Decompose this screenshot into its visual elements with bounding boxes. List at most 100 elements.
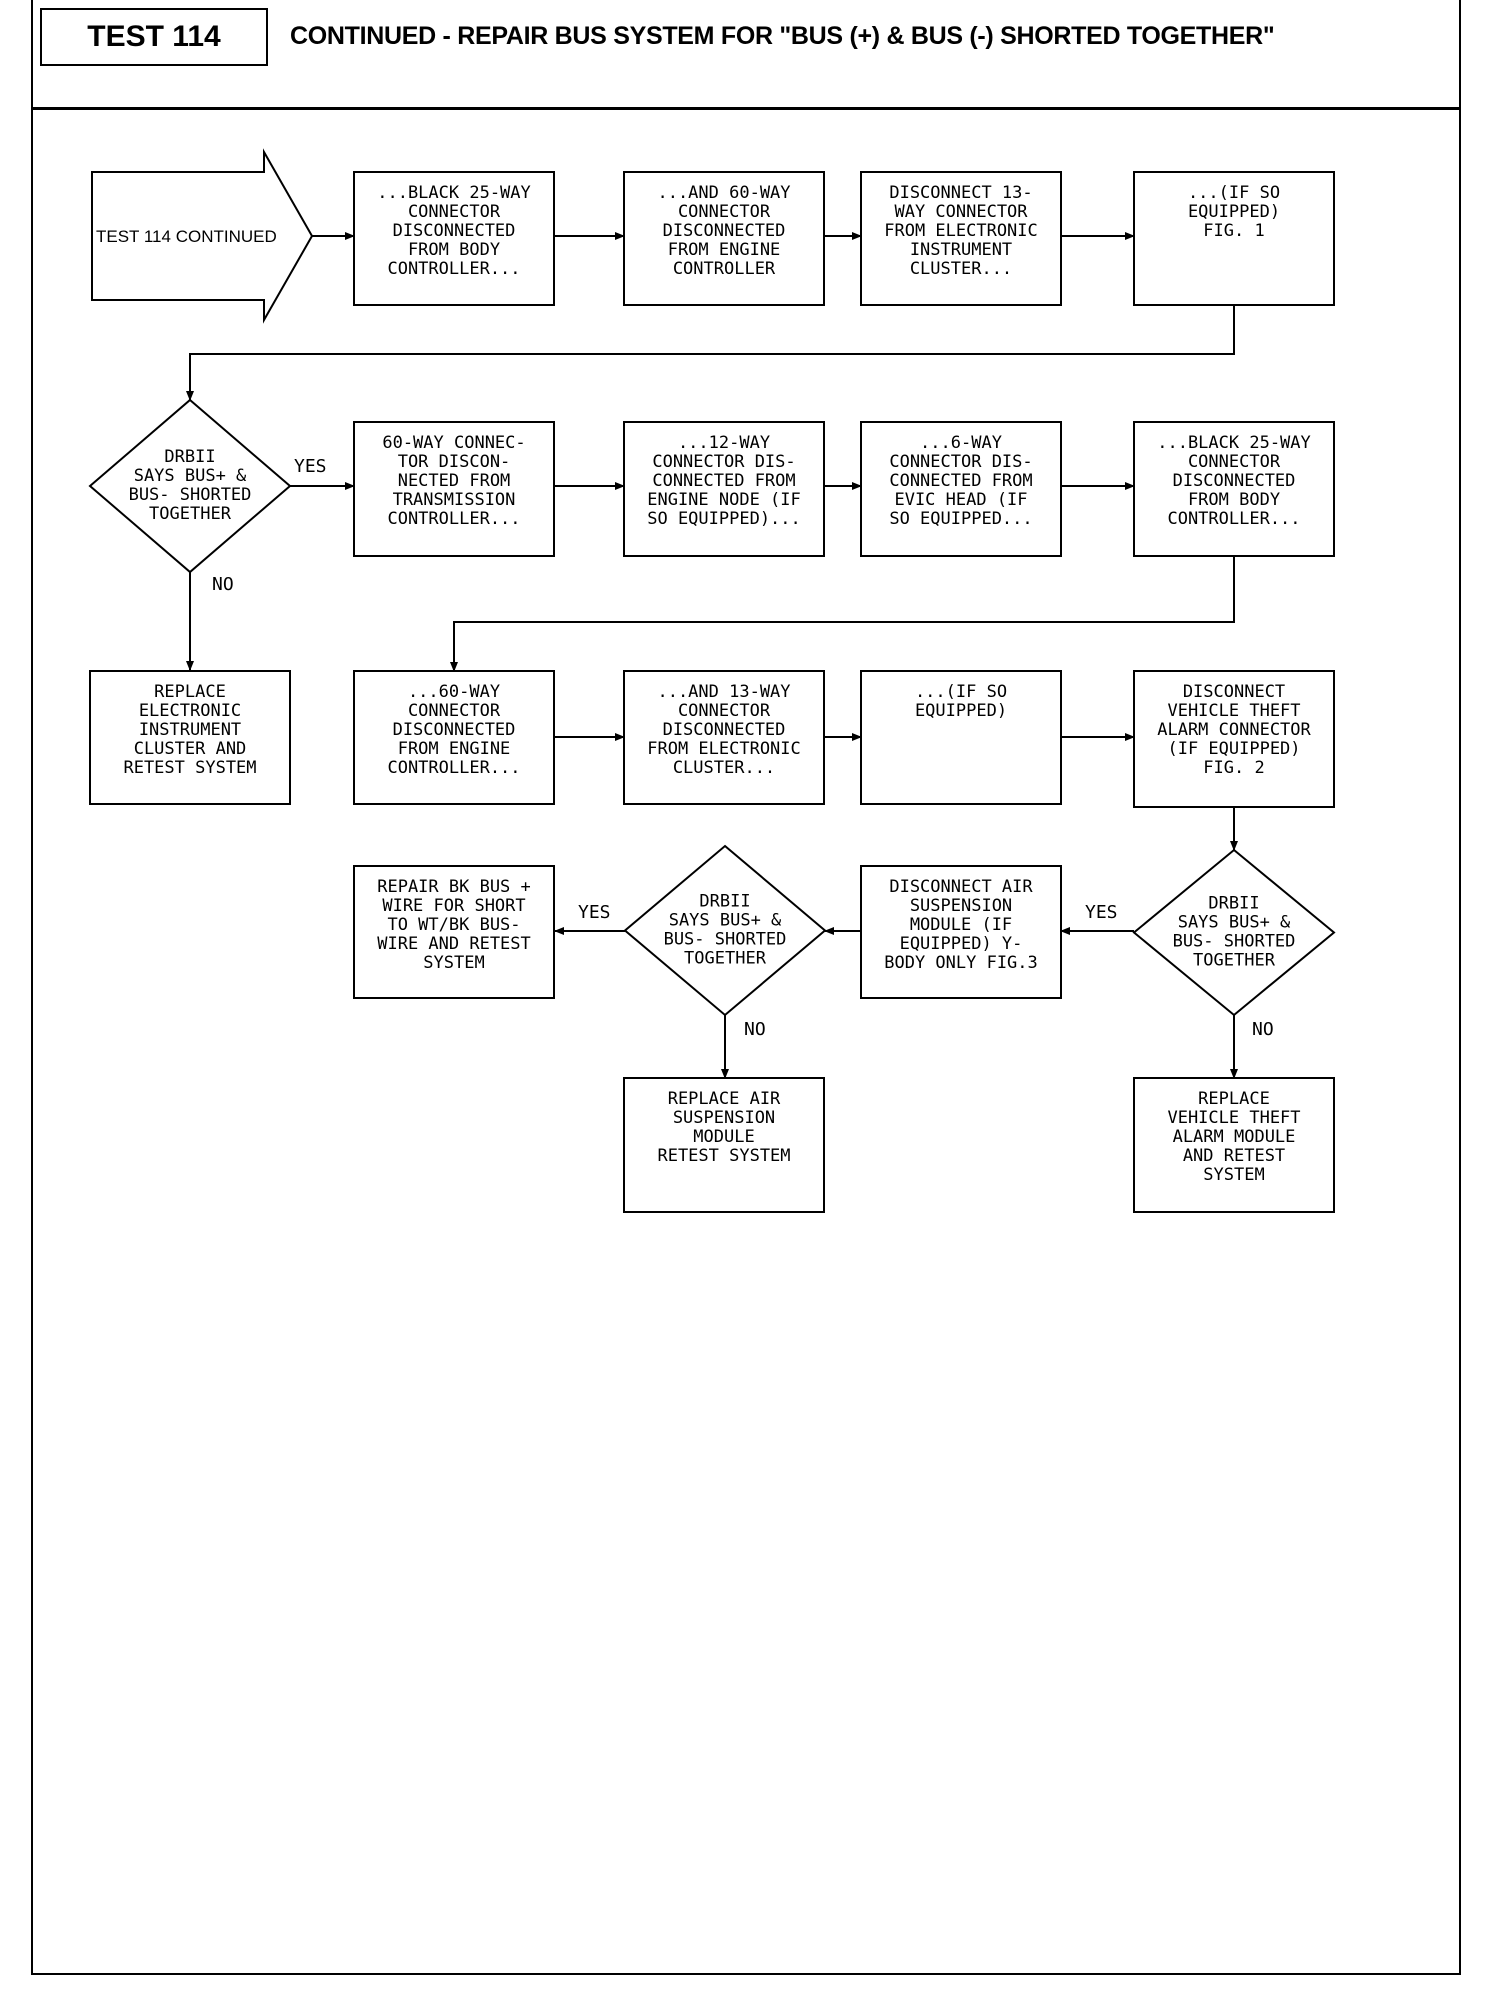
node-text-line: DISCONNECT 13- [889,183,1032,203]
node-text-line: CLUSTER... [673,758,775,778]
node-text-line: REPLACE AIR [668,1089,781,1109]
decision-diamond [623,844,827,1017]
node-text-line: EVIC HEAD (IF [894,490,1027,510]
node-text-line: ENGINE NODE (IF [647,490,801,510]
node-text-line: WAY CONNECTOR [894,202,1028,222]
node-text-line: SYSTEM [423,953,484,973]
process-box [353,670,555,805]
node-text-line: INSTRUMENT [910,240,1012,260]
node-text-line: TRANSMISSION [393,490,516,510]
node-text-line: CONTROLLER... [1167,509,1300,529]
node-text-line: CLUSTER AND [134,739,247,759]
node-r1b1: ...BLACK 25-WAYCONNECTORDISCONNECTEDFROM… [353,171,555,306]
node-text-line: MODULE (IF [910,915,1012,935]
node-text-line: ...60-WAY [408,682,500,702]
node-text-line: DISCONNECTED [393,720,516,740]
d3-yes-label: YES [578,902,611,923]
node-text-line: EQUIPPED) [1188,202,1280,222]
node-text-line: RETEST SYSTEM [123,758,256,778]
node-text-line: FROM ELECTRONIC [647,739,801,759]
node-text-line: BUS- SHORTED [129,485,252,505]
node-text-line: FROM ENGINE [398,739,511,759]
node-r2b1: 60-WAY CONNEC-TOR DISCON-NECTED FROMTRAN… [353,421,555,557]
process-box [860,421,1062,557]
process-box [1133,1077,1335,1213]
process-box [623,421,825,557]
node-text-line: CONNECTOR [1188,452,1281,472]
process-box [860,171,1062,306]
node-text-line: ...(IF SO [1188,183,1280,203]
process-box [353,865,555,999]
node-text-line: NECTED FROM [398,471,511,491]
node-text-line: DISCONNECT [1183,682,1285,702]
node-text-line: SO EQUIPPED... [889,509,1032,529]
process-box [1133,171,1335,306]
page-frame [31,0,1461,1975]
node-text-line: EQUIPPED) Y- [900,934,1023,954]
node-text-line: ...6-WAY [920,433,1002,453]
d1-no-label: NO [212,574,234,595]
node-text-line: AND RETEST [1183,1146,1285,1166]
node-text-line: ...AND 13-WAY [657,682,790,702]
node-text-line: INSTRUMENT [139,720,241,740]
node-text-line: CONNECTOR [408,701,501,721]
node-text-line: 60-WAY CONNEC- [382,433,525,453]
start-label: TEST 114 CONTINUED [96,227,277,246]
node-text-line: DISCONNECTED [1173,471,1296,491]
node-text-line: SUSPENSION [910,896,1012,916]
process-box [89,670,291,805]
process-box [860,670,1062,805]
node-text-line: ...(IF SO [915,682,1007,702]
node-text-line: DRBII [164,447,215,467]
process-box [1133,421,1335,557]
test-number-tab: TEST 114 [40,8,268,66]
node-text-line: CONTROLLER... [387,509,520,529]
process-box [623,171,825,306]
node-text-line: BUS- SHORTED [1173,932,1296,952]
process-box [353,171,555,306]
node-text-line: SUSPENSION [673,1108,775,1128]
node-text-line: CONNECTED FROM [889,471,1032,491]
node-text-line: DISCONNECTED [663,221,786,241]
nodes-layer: ...BLACK 25-WAYCONNECTORDISCONNECTEDFROM… [88,171,1336,1213]
node-text-line: DRBII [1208,894,1259,914]
d3-no-label: NO [744,1019,766,1040]
node-text-line: SAYS BUS+ & [1178,913,1291,933]
node-text-line: CONTROLLER [673,259,776,279]
node-text-line: FROM ENGINE [668,240,781,260]
node-text-line: WIRE FOR SHORT [382,896,525,916]
node-text-line: ...AND 60-WAY [657,183,790,203]
node-text-line: FROM BODY [1188,490,1280,510]
process-box [860,865,1062,999]
node-text-line: CONTROLLER... [387,259,520,279]
node-text-line: TO WT/BK BUS- [387,915,520,935]
node-r2b4: ...BLACK 25-WAYCONNECTORDISCONNECTEDFROM… [1133,421,1335,557]
node-text-line: CONNECTOR [678,202,771,222]
d2-yes-label: YES [1085,902,1118,923]
node-text-line: DISCONNECTED [393,221,516,241]
node-text-line: FIG. 2 [1203,758,1264,778]
node-text-line: CONNECTOR DIS- [652,452,795,472]
decision-diamond [88,398,292,574]
node-text-line: RETEST SYSTEM [657,1146,790,1166]
node-text-line: CONNECTOR DIS- [889,452,1032,472]
node-text-line: SAYS BUS+ & [134,466,247,486]
node-text-line: REPLACE [154,682,226,702]
process-box [1133,670,1335,808]
node-text-line: TOGETHER [149,504,232,524]
node-text-line: DISCONNECT AIR [889,877,1033,897]
d1-yes-label: YES [294,456,327,477]
node-text-line: SAYS BUS+ & [669,911,782,931]
page-title: CONTINUED - REPAIR BUS SYSTEM FOR "BUS (… [290,22,1275,50]
